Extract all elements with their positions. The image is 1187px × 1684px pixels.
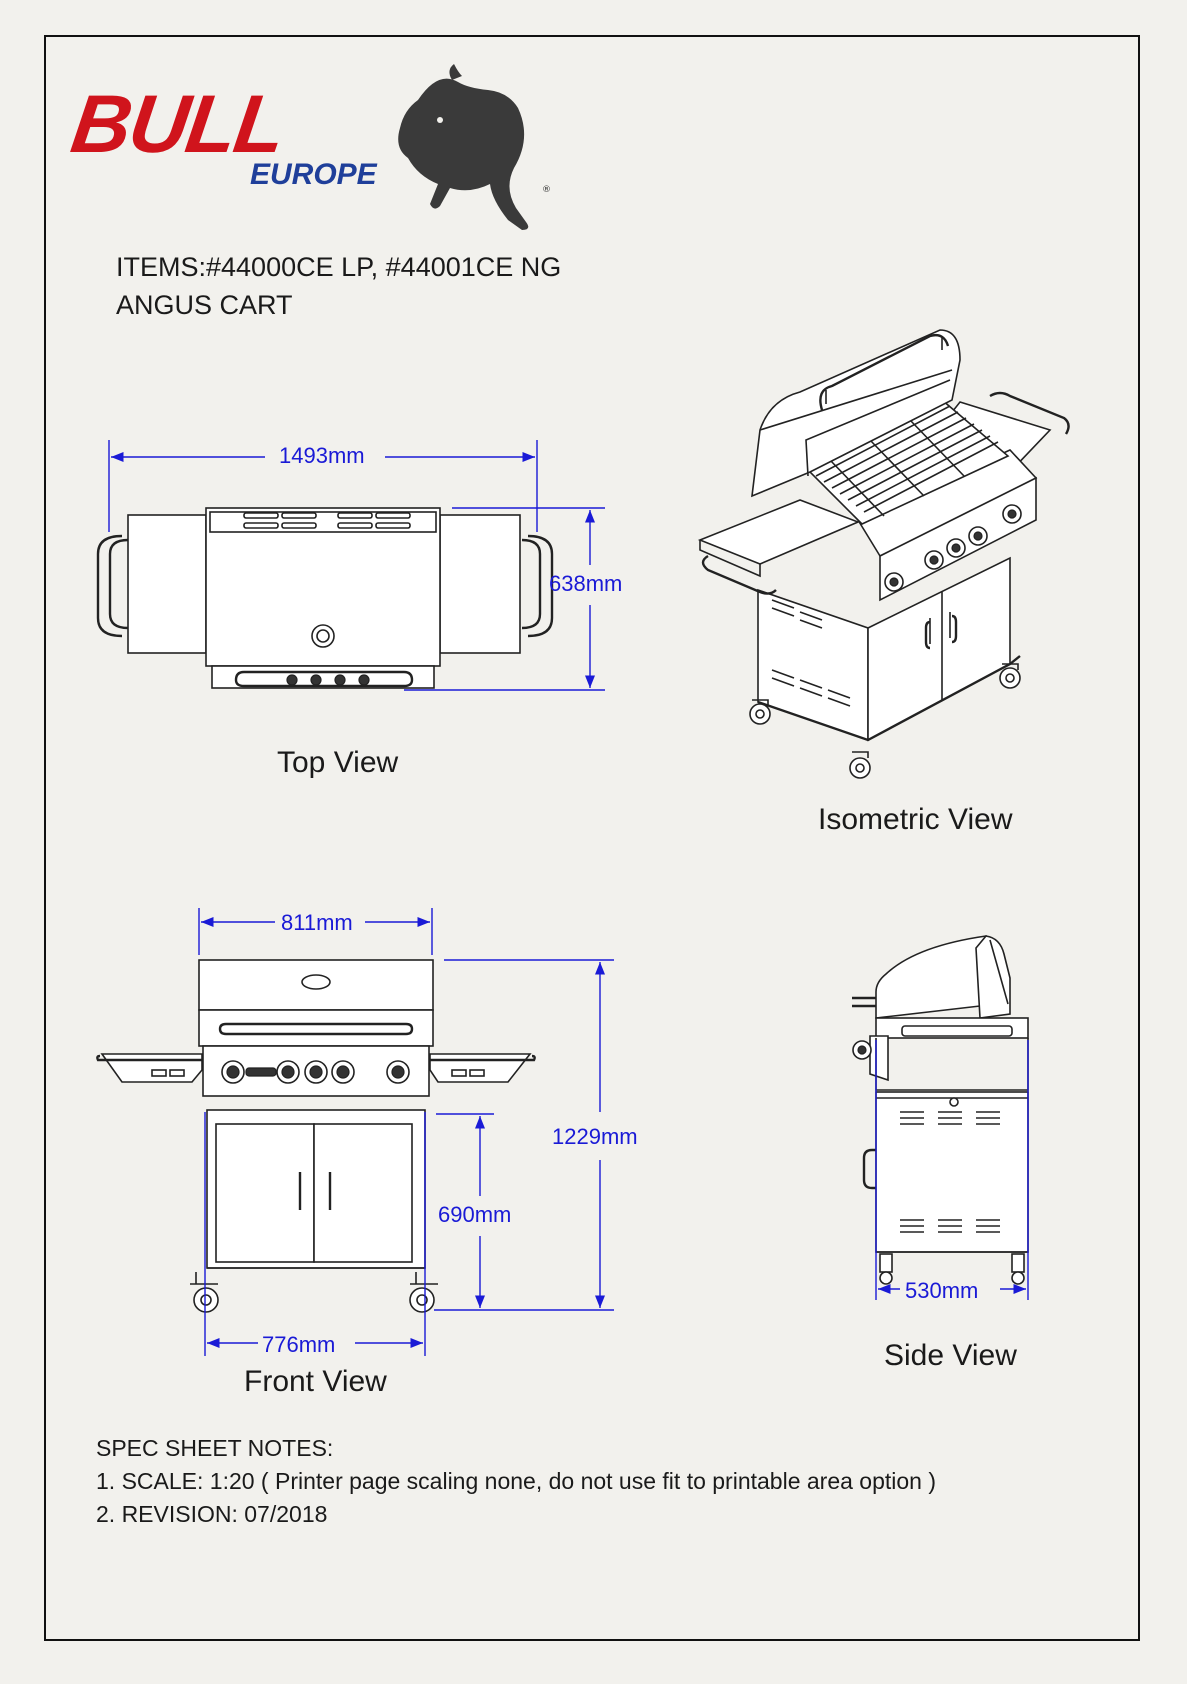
label-side-view: Side View (884, 1339, 1017, 1372)
dim-top-width: 1493mm (279, 443, 365, 468)
front-view-drawing (96, 908, 614, 1356)
spec-sheet-notes: SPEC SHEET NOTES: 1. SCALE: 1:20 ( Print… (96, 1432, 936, 1531)
note-revision: 2. REVISION: 07/2018 (96, 1501, 328, 1527)
product-header: ITEMS:#44000CE LP, #44001CE NG ANGUS CAR… (116, 248, 561, 324)
dim-front-height: 1229mm (552, 1124, 638, 1149)
notes-title: SPEC SHEET NOTES: (96, 1435, 334, 1461)
dim-front-width: 811mm (281, 910, 353, 935)
dim-front-counter-height: 690mm (438, 1202, 512, 1227)
dim-top-depth: 638mm (549, 571, 623, 596)
side-view-drawing (852, 935, 1029, 1300)
product-line: ANGUS CART (116, 290, 293, 320)
label-isometric-view: Isometric View (818, 803, 1013, 836)
drawing-frame (44, 35, 1140, 1641)
label-front-view: Front View (244, 1365, 387, 1398)
note-scale: 1. SCALE: 1:20 ( Printer page scaling no… (96, 1468, 937, 1494)
isometric-view-drawing (697, 329, 1070, 779)
label-top-view: Top View (277, 746, 399, 779)
top-view-drawing (96, 440, 605, 691)
items-line: ITEMS:#44000CE LP, #44001CE NG (116, 252, 562, 282)
dim-front-base-width: 776mm (262, 1332, 336, 1357)
dim-side-depth: 530mm (905, 1278, 979, 1303)
